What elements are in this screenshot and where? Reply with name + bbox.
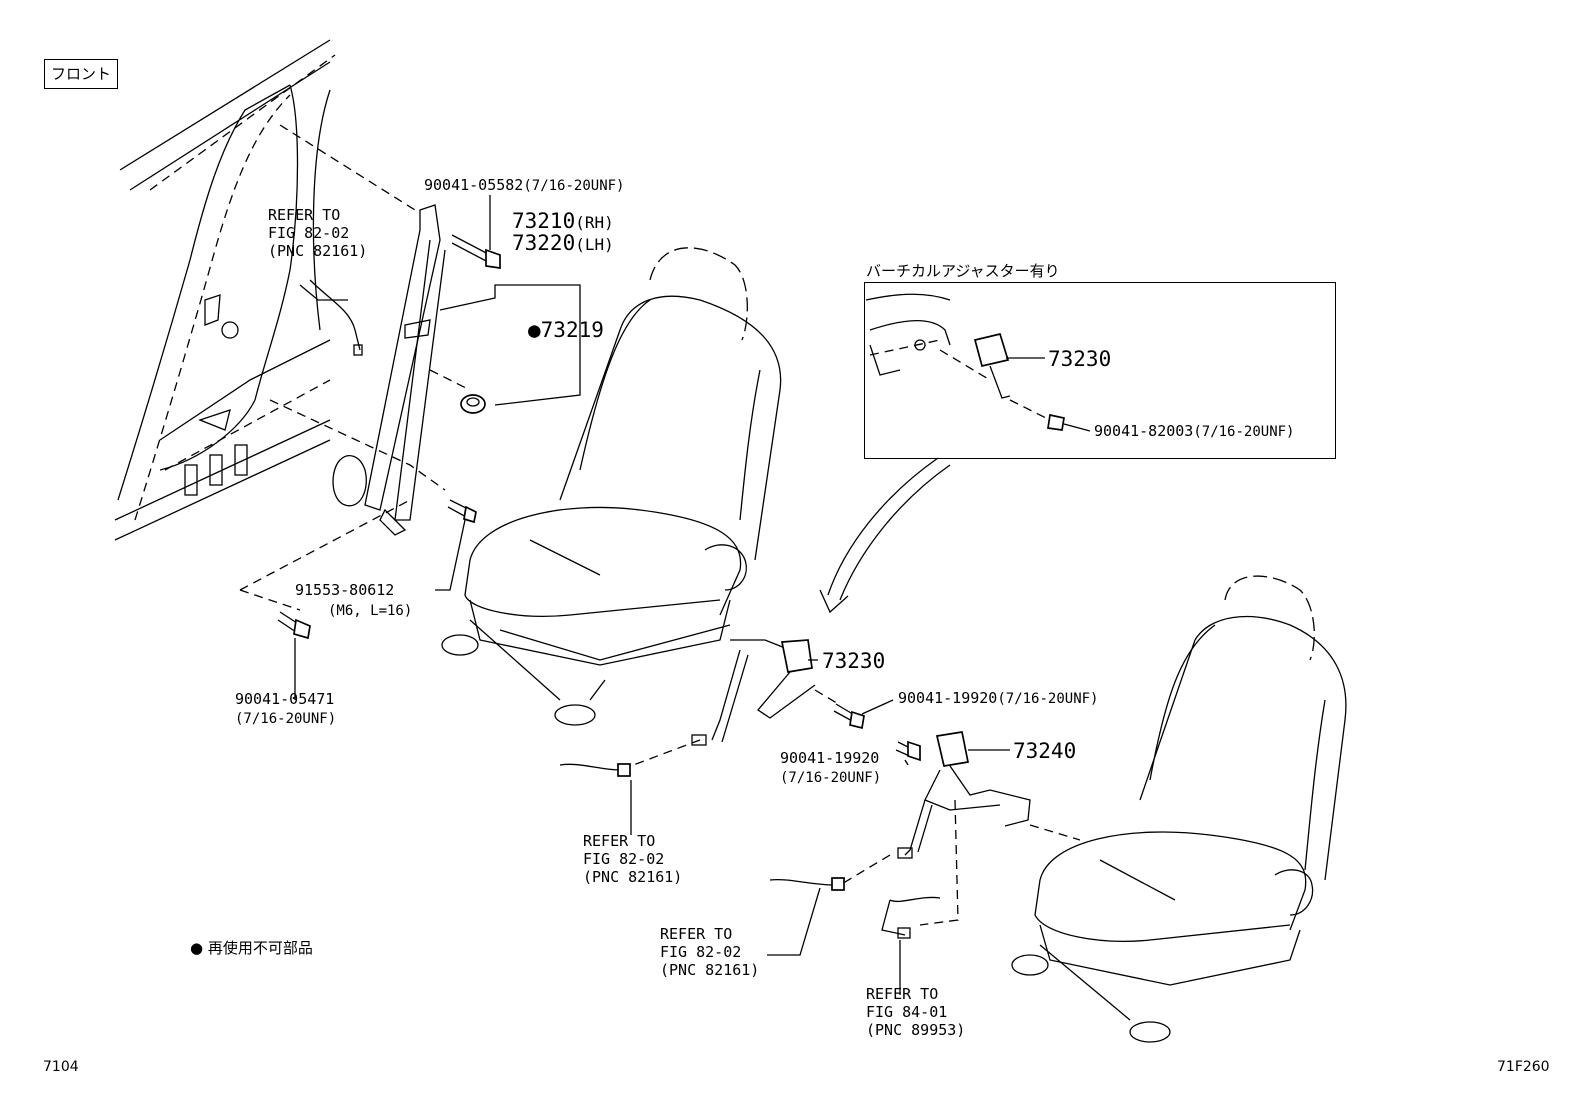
part-number: 90041-05582 bbox=[424, 176, 524, 194]
front-seat-center bbox=[441, 247, 782, 726]
callout-90041-19920-b-spec: (7/16-20UNF) bbox=[780, 770, 882, 786]
sensor-harness-drawing bbox=[881, 799, 959, 939]
inset-callout-73230[interactable]: 73230 bbox=[1048, 347, 1112, 371]
callout-73230[interactable]: 73230 bbox=[822, 649, 886, 673]
part-number: 73220 bbox=[512, 231, 576, 255]
bolt-19920-a-drawing bbox=[814, 689, 865, 730]
inset-title: バーチカルアジャスター有り bbox=[866, 262, 1060, 280]
front-label: フロント bbox=[44, 59, 119, 89]
cover-73219-drawing bbox=[460, 394, 486, 414]
callout-90041-05471[interactable]: 90041-05471 bbox=[235, 690, 335, 708]
callout-91553-80612[interactable]: 91553-80612 bbox=[295, 581, 395, 599]
buckle-73230-drawing bbox=[559, 639, 816, 777]
legend: ● 再使用不可部品 bbox=[190, 939, 313, 957]
inset-frame bbox=[864, 282, 1336, 459]
reference-note-seat-c[interactable]: REFER TO FIG 84-01 (PNC 89953) bbox=[866, 985, 966, 1039]
seatbelt-assembly bbox=[309, 204, 446, 536]
callout-73219[interactable]: ●73219 bbox=[528, 318, 604, 342]
part-spec: (7/16-20UNF) bbox=[997, 691, 1099, 707]
legend-text: 再使用不可部品 bbox=[207, 939, 313, 957]
part-number: 90041-19920 bbox=[898, 689, 998, 707]
screw-80612-drawing bbox=[447, 499, 477, 524]
callout-90041-05471-spec: (7/16-20UNF) bbox=[235, 711, 337, 727]
callout-90041-19920-a[interactable]: 90041-19920(7/16-20UNF) bbox=[898, 689, 1099, 708]
inset-drawing bbox=[865, 293, 1065, 431]
callout-91553-80612-spec: (M6, L=16) bbox=[328, 603, 413, 619]
non-reusable-bullet-icon: ● bbox=[190, 939, 204, 957]
body-pillar bbox=[114, 39, 336, 541]
callout-73220[interactable]: 73220(LH) bbox=[512, 231, 614, 257]
reference-note-seat-a[interactable]: REFER TO FIG 82-02 (PNC 82161) bbox=[583, 832, 683, 886]
part-number: 73219 bbox=[540, 318, 604, 342]
callout-90041-19920-b[interactable]: 90041-19920 bbox=[780, 749, 880, 767]
part-spec: (7/16-20UNF) bbox=[523, 178, 625, 194]
part-spec: (7/16-20UNF) bbox=[1193, 424, 1295, 440]
figure-number-left: 7104 bbox=[43, 1059, 79, 1075]
callout-90041-05582[interactable]: 90041-05582(7/16-20UNF) bbox=[424, 176, 625, 195]
bolt-05471-drawing bbox=[277, 611, 311, 640]
callout-leaders bbox=[294, 195, 1091, 995]
callout-73240[interactable]: 73240 bbox=[1013, 739, 1077, 763]
part-number: 90041-82003 bbox=[1094, 422, 1194, 440]
callout-73210[interactable]: 73210(RH) bbox=[512, 209, 614, 235]
part-number: 73210 bbox=[512, 209, 576, 233]
reference-note-pillar[interactable]: REFER TO FIG 82-02 (PNC 82161) bbox=[268, 206, 368, 260]
reference-note-seat-b[interactable]: REFER TO FIG 82-02 (PNC 82161) bbox=[660, 925, 760, 979]
part-side: (LH) bbox=[575, 235, 614, 254]
front-seat-right bbox=[1011, 575, 1347, 1043]
bolt-05582-drawing bbox=[451, 234, 501, 269]
bolt-19920-b-drawing bbox=[895, 740, 921, 762]
inset-arrow bbox=[819, 457, 951, 614]
figure-number-right: 71F260 bbox=[1497, 1059, 1550, 1075]
leader-dashes-pillar bbox=[239, 124, 471, 611]
buckle-73240-drawing bbox=[769, 731, 1031, 891]
inset-callout-90041-82003[interactable]: 90041-82003(7/16-20UNF) bbox=[1094, 422, 1295, 441]
part-side: (RH) bbox=[575, 213, 614, 232]
non-reusable-marker-icon: ● bbox=[528, 318, 541, 342]
